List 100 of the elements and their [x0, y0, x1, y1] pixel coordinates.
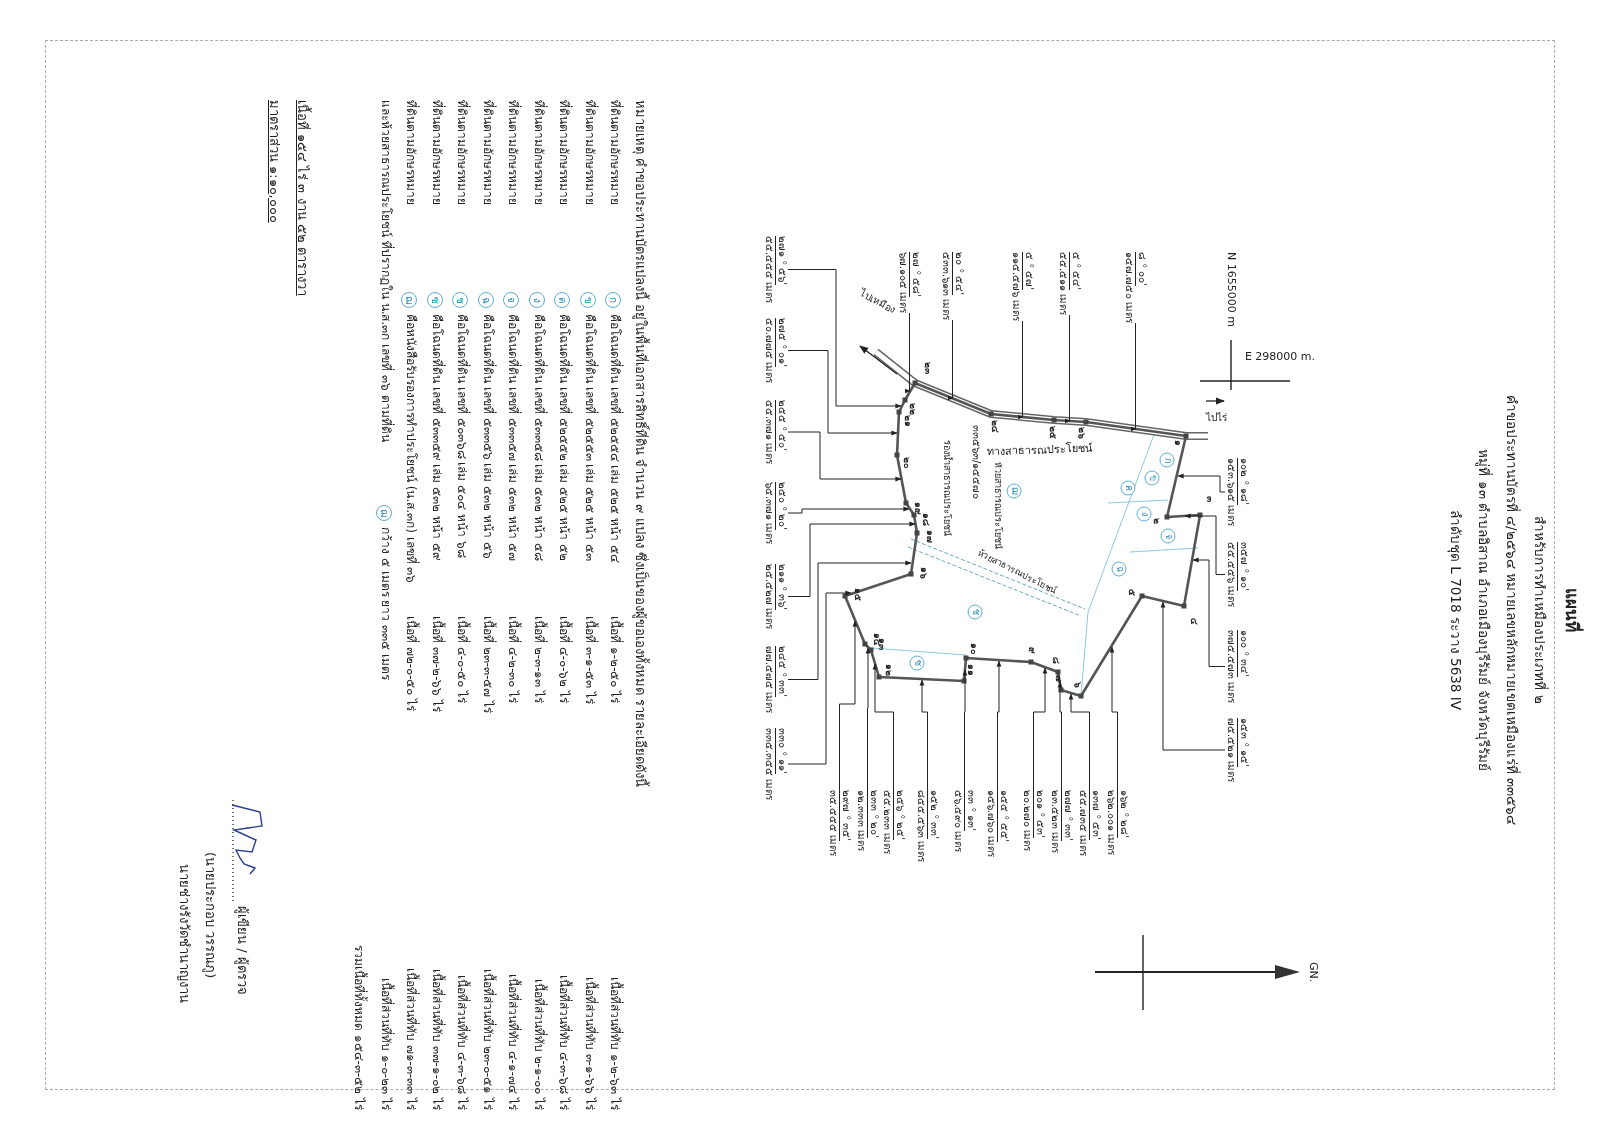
- parcel-letter: ช: [452, 292, 468, 308]
- leader-line: [1109, 646, 1118, 791]
- note-text: กว้าง ๕ เมตร ยาว ๓๓๕ เมตร: [378, 527, 393, 681]
- leader-line: [787, 506, 910, 514]
- distance-text: ๑๒.๓๓๓ เมตร: [855, 790, 867, 852]
- note-text: และห้วยสาธารณประโยชน์ ที่ปรากฏใน น.ส.๓ก เลขที่ ๓๖ ตามที่ดิน: [378, 100, 393, 442]
- note-text: คือโฉนดที่ดิน เลขที่ ๕๒๕๕๓ เล่ม ๕๒๕ หน้า ๕๓: [582, 314, 597, 561]
- signer-name: (นายประกอบ วรรณภู): [202, 852, 218, 979]
- bearing-text: ๘ ° ๐๐': [1135, 252, 1148, 287]
- station-number: ๑๖: [918, 566, 928, 579]
- heading-text: ลำดับชุด L 7018 ระวาง 5638 IV: [1446, 510, 1465, 710]
- station-number: ๔: [1188, 617, 1198, 625]
- bearing-text: ๒๐๑ ° ๕๓': [1033, 790, 1046, 839]
- bearing-distance-label: [763, 564, 788, 630]
- signature-role: ผู้เขียน / ผู้ตรวจ: [234, 906, 250, 995]
- note-text: ที่ดินตามอักษรหมาย: [556, 100, 571, 205]
- distance-text: ๖๕.๓๗๑ เมตร: [763, 482, 775, 545]
- distance-text: ๖๗.๑๐๕ เมตร: [897, 252, 909, 314]
- area-text: เนื้อที่ ๓-๑-๕๓ ไร่: [582, 616, 597, 705]
- parcel-letter: จ: [503, 292, 519, 308]
- bearing-text: ๑๕๒ ° ๓๓': [927, 790, 940, 840]
- north-label: GN.: [1306, 962, 1320, 983]
- station-number: ๑: [1172, 440, 1182, 447]
- bearing-distance-label: [940, 252, 965, 321]
- bearing-distance-label: [763, 728, 788, 801]
- station-number: ๑๒: [884, 663, 893, 676]
- leader-line: [1068, 693, 1090, 791]
- area-text: เนื้อที่ส่วนที่ทับ ๑-๒-๖๓ ไร่: [607, 976, 622, 1110]
- creek-label: ห้วยสาธารณประโยชน์: [992, 462, 1003, 549]
- area-text: เนื้อที่ ๔-๐-๕๐ ไร่: [454, 616, 469, 704]
- bearing-distance-label: [897, 252, 922, 314]
- bearing-distance-label: [985, 790, 1010, 858]
- heading-text: สำหรับการทำเหมืองประเภทที่ ๒: [1531, 516, 1550, 704]
- area-text: เนื้อที่ ๔-๐-๖๒ ไร่: [556, 616, 571, 704]
- station-number: ๓: [1204, 496, 1214, 502]
- leader-line: [839, 620, 858, 791]
- bearing-text: ๓๕๗ ° ๑๐': [1237, 542, 1250, 592]
- distance-text: ๒๓.๕๒๓ เมตร: [1049, 790, 1061, 854]
- area-text: เนื้อที่ ๑๕๔ ไร่ ๓ งาน ๕๒ ตารางวา: [294, 100, 310, 296]
- leader-line: [787, 560, 912, 680]
- bearing-distance-label: [763, 482, 788, 545]
- distance-text: ๑๑๕.๕๗๖ เมตร: [1010, 252, 1022, 322]
- area-text: เนื้อที่ส่วนที่ทับ ๑-๐-๒๓ ไร่: [378, 977, 393, 1110]
- distance-text: ๕๖.๕๙๐ เมตร: [952, 790, 964, 853]
- bearing-distance-label: [1057, 252, 1082, 316]
- parcel-letter: ฉ: [477, 292, 494, 308]
- road-label: ทางสาธารณประโยชน์: [986, 441, 1094, 459]
- parcel-letter: ฉ: [1111, 561, 1127, 577]
- bearing-text: ๓๓๐ ° ๑๑': [775, 728, 788, 775]
- parcel-letter: ง: [1136, 506, 1152, 522]
- bearing-text: ๓๓ ° ๑๓': [964, 790, 977, 832]
- parcel-letter: ข: [579, 292, 596, 308]
- bearing-distance-label: [1225, 458, 1250, 527]
- grid-coordinate: N 1655000 m: [1224, 252, 1238, 327]
- parcel-letter: ก: [1159, 452, 1175, 468]
- station-number: ๑๐: [968, 642, 978, 654]
- bearing-text: ๕ ° ๕๗': [1022, 252, 1035, 291]
- leader-line: [1184, 513, 1226, 575]
- note-text: ที่ดินตามอักษรหมาย: [607, 100, 622, 205]
- bearing-distance-label: [1021, 790, 1046, 852]
- area-text: เนื้อที่ ๔-๒-๓๐ ไร่: [505, 616, 520, 704]
- grid-coordinate: E 298000 m.: [1244, 350, 1316, 364]
- survey-boundary-drawing: [842, 380, 1203, 699]
- bearing-text: ๒๗๗ ° ๓๓': [1061, 790, 1074, 842]
- parcel-letter: จ: [1160, 528, 1176, 544]
- note-text: ที่ดินตามอักษรหมาย: [429, 100, 444, 205]
- bearing-text: ๑๕๕ ° ๕๕': [997, 790, 1010, 843]
- distance-text: ๑๕๖.๗๖๐ เมตร: [985, 790, 997, 858]
- parcel-letter: ฌ: [1006, 483, 1022, 499]
- bearing-distance-label: [1225, 542, 1250, 608]
- bearing-text: ๒๗๕ ° ๐๑': [775, 318, 788, 368]
- parcel-letter: ค: [554, 292, 570, 308]
- distance-text: ๑๕๓.๖๑๕ เมตร: [1225, 458, 1237, 527]
- station-number: ๕: [1126, 588, 1136, 596]
- station-number: ๖: [1072, 681, 1082, 688]
- bearing-text: ๒๔๕ ° ๓๓': [775, 646, 788, 698]
- parcel-letter: ง: [528, 292, 545, 308]
- parcel-letter: ช: [967, 604, 983, 620]
- leader-line: [787, 431, 902, 482]
- note-text: ที่ดินตามอักษรหมาย: [531, 100, 546, 205]
- note-text: คือโฉนดที่ดิน เลขที่ ๕๓๓๕๙ เล่ม ๕๓๒ หน้า ๕๙: [429, 314, 444, 561]
- distance-text: ๒๕.๕๒๗ เมตร: [763, 564, 775, 630]
- distance-text: ๕๕.๓๗๑ เมตร: [763, 400, 775, 465]
- bearing-distance-label: [855, 790, 880, 852]
- area-text: เนื้อที่ส่วนที่ทับ ๔-๑-๗๔ ไร่: [505, 973, 520, 1110]
- area-text: เนื้อที่ส่วนที่ทับ ๒-๑-๐๐ ไร่: [531, 978, 546, 1110]
- bearing-distance-label: [763, 646, 788, 714]
- distance-text: ๕๕.๗๓๕ เมตร: [1077, 790, 1089, 857]
- heading-text: คำขอประทานบัตรที่ ๔/๒๕๖๔ หมายเลขหลักหมายเขตเหมืองแร่ที่ ๓๓๕๖๔: [1503, 394, 1522, 826]
- bearing-text: ๑๐๐ ° ๓๔': [1237, 630, 1250, 678]
- area-text: เนื้อที่ส่วนที่ทับ ๗๑-๓-๓๓ ไร่: [403, 967, 418, 1110]
- bearing-distance-label: [1225, 718, 1250, 783]
- note-text: คือโฉนดที่ดิน เลขที่ ๕๒๕๕๒ เล่ม ๕๒๕ หน้า ๕๒: [556, 314, 571, 561]
- leader-line: [1057, 681, 1063, 791]
- distance-text: ๒๖๒.๐๐๑ เมตร: [1105, 790, 1117, 856]
- area-text: เนื้อที่ ๓๗-๒-๖๖ ไร่: [429, 616, 444, 713]
- parcel-letter: ฌ: [375, 505, 392, 521]
- distance-text: ๗๗.๕๗๕ เมตร: [763, 646, 775, 714]
- leader-line: [1064, 314, 1071, 424]
- leader-line: [919, 679, 928, 791]
